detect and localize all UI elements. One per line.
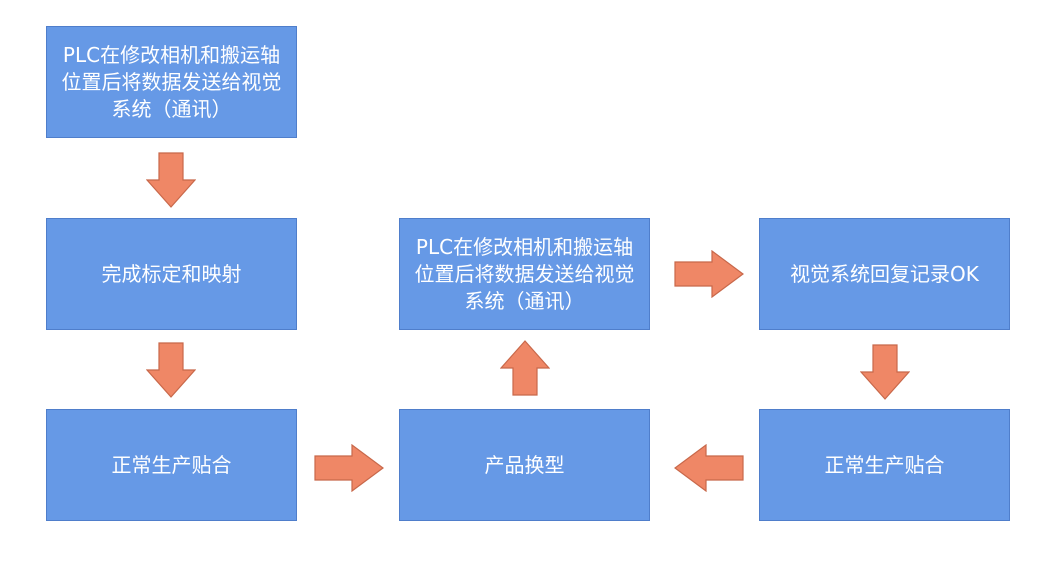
arrow-down-icon <box>146 342 196 398</box>
step-box-plc-send-left: PLC在修改相机和搬运轴位置后将数据发送给视觉系统（通讯） <box>46 26 297 138</box>
step-label: 正常生产贴合 <box>111 452 232 477</box>
step-box-plc-send-center: PLC在修改相机和搬运轴位置后将数据发送给视觉系统（通讯） <box>399 218 650 330</box>
step-label: PLC在修改相机和搬运轴位置后将数据发送给视觉系统（通讯） <box>61 42 282 121</box>
step-label: 视觉系统回复记录OK <box>790 261 979 286</box>
step-label: 产品换型 <box>484 452 565 477</box>
arrow-right-icon <box>674 250 744 298</box>
arrow-left-icon <box>674 444 744 492</box>
arrow-down-icon <box>860 344 910 400</box>
step-label: 完成标定和映射 <box>101 261 242 286</box>
arrow-down-icon <box>146 152 196 208</box>
step-box-normal-production-left: 正常生产贴合 <box>46 409 297 521</box>
arrow-right-icon <box>314 444 384 492</box>
step-label: PLC在修改相机和搬运轴位置后将数据发送给视觉系统（通讯） <box>414 234 635 313</box>
step-box-calibration: 完成标定和映射 <box>46 218 297 330</box>
step-box-product-changeover: 产品换型 <box>399 409 650 521</box>
step-box-normal-production-right: 正常生产贴合 <box>759 409 1010 521</box>
step-label: 正常生产贴合 <box>824 452 945 477</box>
arrow-up-icon <box>500 340 550 396</box>
step-box-vision-reply-ok: 视觉系统回复记录OK <box>759 218 1010 330</box>
